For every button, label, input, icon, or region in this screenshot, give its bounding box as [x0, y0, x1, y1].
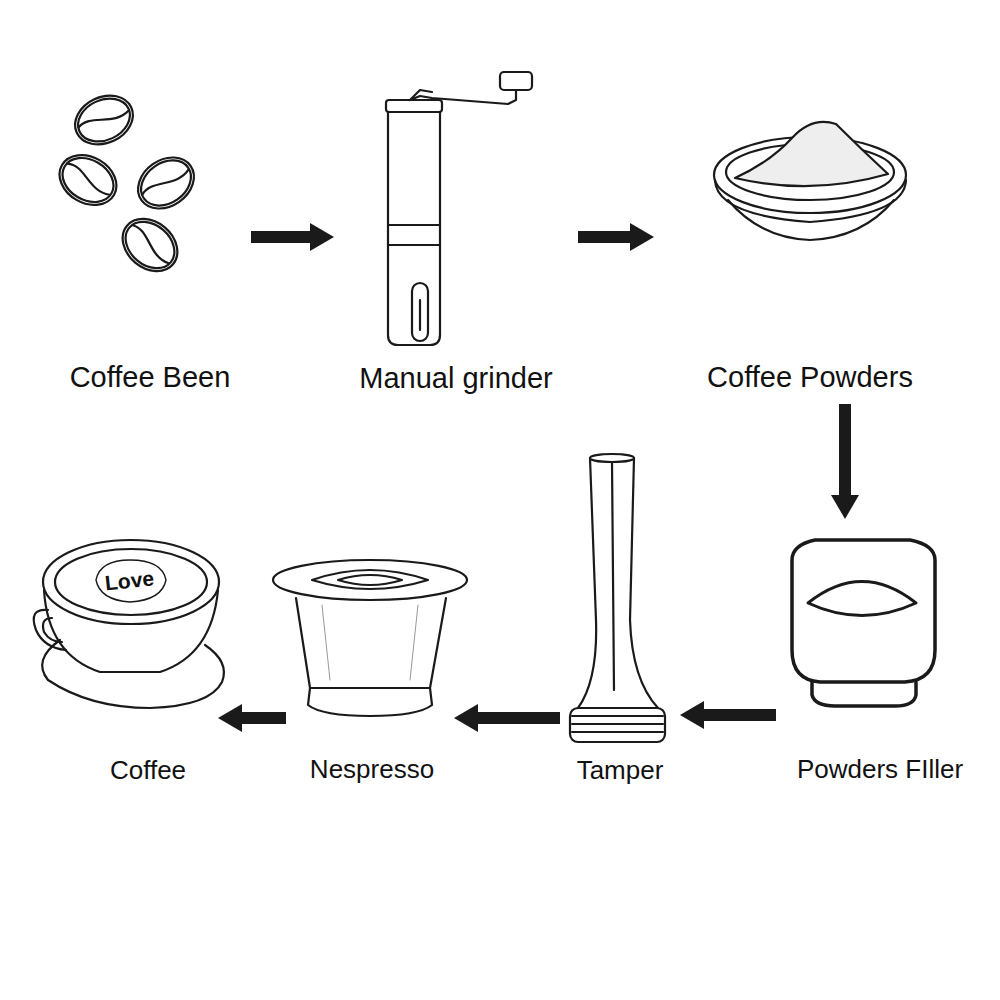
flow-arrow [251, 231, 310, 243]
flow-arrow [704, 709, 776, 721]
step-label: Powders FIller [797, 754, 963, 785]
step-label: Tamper [577, 755, 664, 786]
powder-filler [792, 540, 935, 706]
grinder [386, 72, 532, 345]
step-label: Nespresso [310, 754, 434, 785]
latte-art-text: Love [104, 567, 155, 596]
flow-arrow [839, 404, 851, 495]
step-label: Coffee Powders [707, 360, 913, 395]
step-label: Coffee [110, 755, 186, 786]
tamper [570, 454, 665, 742]
step-node: Powders FIller [782, 525, 978, 793]
step-label: Manual grinder [359, 361, 552, 396]
coffee-cup [34, 540, 224, 708]
powder-plate [714, 122, 906, 240]
coffee-beans [51, 86, 204, 281]
step-node: Coffee Powders [660, 100, 960, 398]
step-node: Manual grinder [340, 66, 572, 398]
step-node: Tamper [566, 450, 674, 793]
capsule [273, 560, 467, 716]
flow-arrow [578, 231, 630, 243]
step-node: Coffee Been [50, 80, 245, 398]
step-label: Coffee Been [70, 360, 231, 395]
flow-arrow [242, 712, 286, 724]
flow-arrow [478, 712, 560, 724]
step-node: Nespresso [292, 552, 448, 793]
